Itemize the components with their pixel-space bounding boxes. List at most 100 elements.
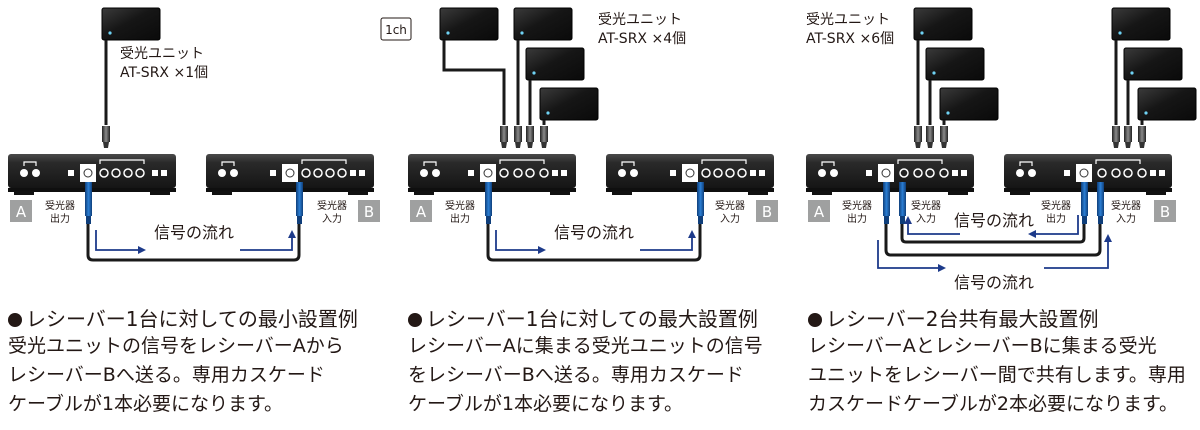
flow-arrow bbox=[1044, 234, 1112, 269]
flow-arrow bbox=[240, 230, 296, 251]
light-receiver-unit bbox=[439, 7, 499, 41]
flow-arrow bbox=[95, 230, 146, 254]
diagram-1: 受光ユニット AT-SRX ×1個 bbox=[8, 7, 380, 262]
diagram-canvas: 受光ユニット AT-SRX ×1個 bbox=[8, 7, 1197, 292]
svg-text:B: B bbox=[364, 203, 374, 221]
svg-text:A: A bbox=[814, 203, 825, 221]
bullet-icon bbox=[808, 313, 822, 327]
caption-title: レシーバー1台に対しての最大設置例 bbox=[408, 306, 798, 332]
light-receiver-unit bbox=[925, 47, 985, 81]
badge-a: A bbox=[410, 200, 432, 222]
port-label: 入力 bbox=[322, 212, 342, 225]
grey-plug bbox=[926, 126, 934, 148]
svg-text:A: A bbox=[416, 203, 427, 221]
light-receiver-unit bbox=[539, 87, 599, 121]
caption-title: レシーバー2台共有最大設置例 bbox=[808, 306, 1198, 332]
port-label: 受光器 bbox=[45, 199, 75, 212]
blue-plug bbox=[85, 182, 92, 224]
port-label: 出力 bbox=[450, 212, 470, 225]
light-receiver-unit bbox=[1111, 7, 1171, 41]
caption-title: レシーバー1台に対しての最小設置例 bbox=[8, 306, 393, 332]
port-label: 受光器 bbox=[911, 199, 941, 212]
svg-text:B: B bbox=[1160, 203, 1170, 221]
caption-2: レシーバー1台に対しての最大設置例 レシーバーAに集まる受光ユニットの信号 をレ… bbox=[408, 306, 798, 419]
unit-model: AT-SRX ×4個 bbox=[598, 31, 686, 47]
caption-body: 受光ユニットの信号をレシーバーAから レシーバーBへ送る。専用カスケード ケーブ… bbox=[8, 335, 344, 415]
blue-plug bbox=[485, 182, 492, 224]
receiver-b bbox=[206, 154, 374, 195]
badge-a: A bbox=[10, 200, 32, 222]
cascade-cable bbox=[900, 224, 1086, 244]
badge-b: B bbox=[358, 200, 380, 222]
caption-body: レシーバーAに集まる受光ユニットの信号 をレシーバーBへ送る。専用カスケード ケ… bbox=[408, 335, 763, 415]
svg-text:1ch: 1ch bbox=[385, 23, 407, 37]
unit-label: 受光ユニット bbox=[120, 46, 204, 62]
caption-3: レシーバー2台共有最大設置例 レシーバーAとレシーバーBに集まる受光 ユニットを… bbox=[808, 306, 1198, 419]
svg-text:B: B bbox=[762, 203, 772, 221]
diagram-3: 受光ユニット AT-SRX ×6個 bbox=[806, 7, 1197, 292]
port-label: 入力 bbox=[916, 212, 936, 225]
grey-plug bbox=[1112, 126, 1120, 148]
unit-model: AT-SRX ×1個 bbox=[120, 65, 208, 81]
cascade-cable bbox=[486, 224, 702, 262]
unit-label: 受光ユニット bbox=[806, 12, 890, 28]
blue-plug bbox=[296, 182, 303, 224]
grey-plug bbox=[540, 126, 548, 148]
grey-plug bbox=[914, 126, 922, 148]
light-receiver-unit bbox=[1137, 87, 1197, 121]
port-label: 出力 bbox=[50, 212, 70, 225]
light-receiver-unit bbox=[939, 87, 999, 121]
grey-plug bbox=[1124, 126, 1132, 148]
port-label: 受光器 bbox=[715, 199, 745, 212]
blue-plug bbox=[899, 182, 906, 224]
port-label: 受光器 bbox=[842, 199, 872, 212]
caption-body: レシーバーAとレシーバーBに集まる受光 ユニットをレシーバー間で共有します。専用… bbox=[808, 335, 1186, 415]
port-label: 入力 bbox=[1116, 212, 1136, 225]
grey-plug bbox=[940, 126, 948, 148]
grey-plug bbox=[500, 126, 508, 148]
flow-arrow bbox=[904, 216, 960, 235]
badge-b: B bbox=[756, 200, 778, 222]
flow-arrow bbox=[640, 230, 696, 251]
channel-badge: 1ch bbox=[380, 17, 412, 41]
bullet-icon bbox=[408, 313, 422, 327]
blue-plug bbox=[1097, 182, 1104, 224]
unit-label: 受光ユニット bbox=[598, 12, 682, 28]
light-receiver-unit bbox=[913, 7, 973, 41]
receiver-b bbox=[606, 154, 774, 195]
flow-arrow bbox=[495, 230, 546, 254]
flow-label: 信号の流れ bbox=[154, 223, 234, 242]
diagram-2: 1ch 受光ユニット AT-SRX ×4個 bbox=[380, 7, 778, 262]
badge-a: A bbox=[808, 200, 830, 222]
blue-plug bbox=[1081, 182, 1088, 224]
cascade-cable bbox=[86, 224, 301, 262]
grey-plug bbox=[102, 126, 110, 148]
flow-arrow bbox=[1028, 215, 1079, 238]
svg-text:A: A bbox=[16, 203, 27, 221]
flow-label: 信号の流れ bbox=[954, 211, 1034, 230]
badge-b: B bbox=[1154, 200, 1176, 222]
grey-plug bbox=[1138, 126, 1146, 148]
light-receiver-unit bbox=[513, 7, 573, 41]
flow-label: 信号の流れ bbox=[554, 223, 634, 242]
port-label: 出力 bbox=[847, 212, 867, 225]
port-label: 入力 bbox=[720, 212, 740, 225]
grey-plug bbox=[526, 126, 534, 148]
port-label: 受光器 bbox=[445, 199, 475, 212]
light-receiver-unit bbox=[101, 7, 161, 41]
blue-plug bbox=[883, 182, 890, 224]
flow-label: 信号の流れ bbox=[954, 273, 1034, 292]
caption-1: レシーバー1台に対しての最小設置例 受光ユニットの信号をレシーバーAから レシー… bbox=[8, 306, 393, 419]
port-label: 受光器 bbox=[317, 199, 347, 212]
bullet-icon bbox=[8, 313, 22, 327]
cascade-cable bbox=[884, 224, 1102, 257]
port-label: 出力 bbox=[1046, 212, 1066, 225]
blue-plug bbox=[697, 182, 704, 224]
unit-model: AT-SRX ×6個 bbox=[806, 31, 894, 47]
grey-plug bbox=[514, 126, 522, 148]
flow-arrow bbox=[877, 240, 946, 272]
light-receiver-unit bbox=[525, 47, 585, 81]
port-label: 受光器 bbox=[1111, 199, 1141, 212]
light-receiver-unit bbox=[1123, 47, 1183, 81]
port-label: 受光器 bbox=[1041, 199, 1071, 212]
